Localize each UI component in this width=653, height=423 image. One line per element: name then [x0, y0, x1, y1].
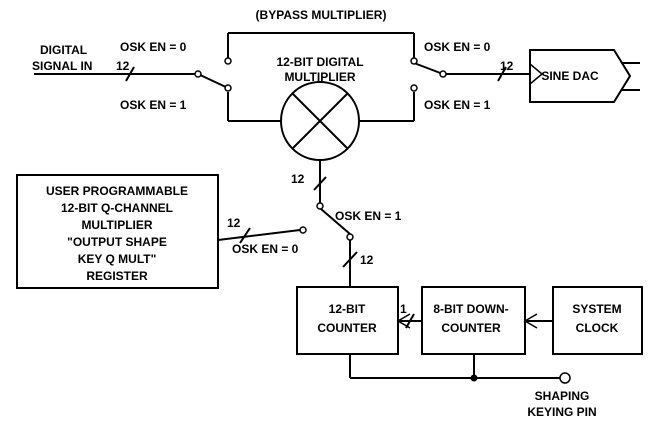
q-register-label-6: REGISTER: [86, 269, 148, 283]
shaping-pin-label-1: SHAPING: [535, 389, 590, 403]
bypass-label: (BYPASS MULTIPLIER): [256, 8, 387, 22]
bus-slash-one: [405, 313, 415, 329]
bus-slash-counter: [342, 251, 358, 268]
center-switch-contact-0: [299, 226, 307, 234]
right-switch-pivot: [439, 70, 447, 78]
q-register-label-4: "OUTPUT SHAPE: [67, 235, 167, 249]
down-counter-label-1: 8-BIT DOWN-: [433, 302, 508, 316]
osk-left-bottom-label: OSK EN = 1: [120, 98, 187, 112]
sine-dac-clock-arrow: [529, 63, 544, 85]
bus-width-q: 12: [227, 216, 241, 230]
left-switch-pivot: [194, 70, 202, 78]
q-register-line: [217, 229, 301, 241]
counter-12bit-label-1: 12-BIT: [329, 302, 366, 316]
left-switch-blade: [197, 73, 229, 89]
shaping-pin-terminal: [559, 372, 571, 384]
osk-center-0-label: OSK EN = 0: [232, 242, 299, 256]
system-clock-box: [552, 286, 643, 355]
sine-dac-block: [529, 49, 632, 103]
q-register-label-2: 12-BIT Q-CHANNEL: [61, 201, 173, 215]
q-register-box: [16, 174, 219, 289]
bus-width-out: 12: [500, 59, 514, 73]
q-register-label-3: MULTIPLIER: [81, 218, 152, 232]
bus-width-mult: 12: [291, 172, 305, 186]
osk-right-top-label: OSK EN = 0: [424, 40, 491, 54]
multiplier-symbol: [280, 81, 360, 161]
system-clock-label-1: SYSTEM: [572, 302, 621, 316]
bus-slash-in: [125, 66, 135, 82]
left-switch-contact-1: [224, 84, 232, 92]
digital-signal-in-label-2: SIGNAL IN: [32, 59, 92, 73]
down-counter-box: [421, 286, 526, 355]
center-switch-contact-1: [316, 202, 324, 210]
counter-12bit-box: [296, 286, 399, 355]
shaping-pin-label-2: KEYING PIN: [527, 405, 596, 419]
bus-width-one: 1: [400, 302, 407, 316]
bus-slash-mult: [313, 176, 327, 191]
center-switch-blade: [320, 208, 351, 235]
osk-right-bottom-label: OSK EN = 1: [424, 98, 491, 112]
left-switch-contact-0: [224, 57, 232, 65]
bus-width-counter: 12: [360, 253, 374, 267]
counter-12bit-label-2: COUNTER: [317, 321, 377, 335]
right-switch-blade: [413, 62, 444, 75]
multiplier-label-2: MULTIPLIER: [284, 70, 355, 84]
osk-left-top-label: OSK EN = 0: [120, 40, 187, 54]
right-switch-contact-1: [410, 84, 418, 92]
junction-dot: [470, 374, 478, 382]
right-switch-contact-0: [410, 57, 418, 65]
bus-slash-q: [239, 227, 251, 244]
q-register-label-1: USER PROGRAMMABLE: [46, 184, 188, 198]
bus-slash-out: [497, 66, 507, 82]
system-clock-label-2: CLOCK: [576, 321, 619, 335]
down-counter-label-2: COUNTER: [441, 321, 501, 335]
multiplier-label-1: 12-BIT DIGITAL: [276, 55, 363, 69]
digital-signal-in-label-1: DIGITAL: [40, 43, 87, 57]
center-switch-pivot: [346, 233, 354, 241]
osk-center-1-label: OSK EN = 1: [335, 209, 402, 223]
bus-width-in: 12: [116, 59, 130, 73]
q-register-label-5: KEY Q MULT": [78, 252, 157, 266]
sine-dac-label: SINE DAC: [541, 69, 599, 83]
